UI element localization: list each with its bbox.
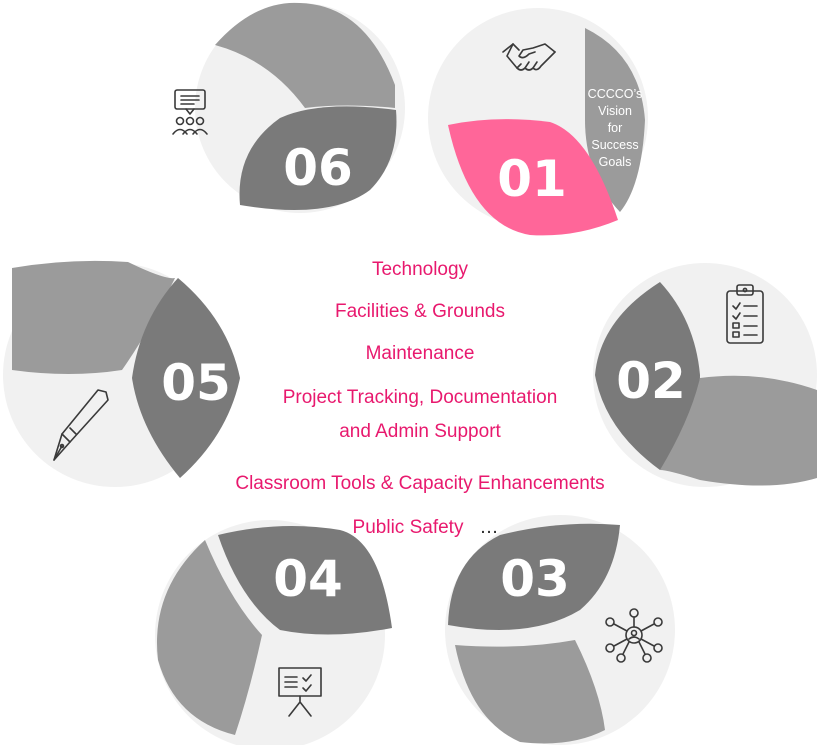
segment-01-number: 01 [497,150,567,208]
segment-05-upper-petal [12,260,175,374]
caption-line: for [608,121,623,135]
caption-line: Goals [599,155,632,169]
segment-04-number: 04 [273,550,343,608]
segment-02: 02 [593,263,817,487]
clipboard-checklist-icon [726,284,764,344]
topic-public-safety: Public Safety [352,517,464,538]
segment-02-number-petal [595,282,700,470]
segment-05-number-petal [132,278,240,478]
topic-project-tracking: Project Tracking, Documentation [282,387,558,408]
segment-06-upper-petal [215,2,395,108]
segment-01: 01 CCCCO’s Vision for Success Goals [428,8,648,236]
segment-03-number-petal [448,523,620,630]
segment-01-caption: CCCCO’s Vision for Success Goals [588,87,643,169]
segment-02-lower-petal [660,375,817,486]
fountain-pen-icon [53,389,109,461]
caption-line: CCCCO’s [588,87,643,101]
segment-01-number-petal [448,119,618,236]
topic-technology: Technology [371,259,469,280]
segment-04-number-petal [218,526,392,635]
caption-line: Vision [598,104,632,118]
segment-06-number: 06 [283,139,353,197]
topic-ellipsis: … [479,517,499,538]
segment-03-number: 03 [500,550,570,608]
segment-03: 03 [445,515,675,745]
segment-02-number: 02 [616,352,686,410]
meeting-discussion-icon [172,89,208,135]
segment-05-number: 05 [161,354,231,412]
topic-classroom-tools: Classroom Tools & Capacity Enhancements [235,473,605,494]
segment-04: 04 [155,520,392,745]
handshake-icon [502,43,556,71]
topic-admin-support: and Admin Support [339,421,501,442]
segment-06: 06 [172,2,405,213]
segment-04-left-petal [156,540,262,735]
network-people-icon [605,608,663,663]
presentation-board-icon [278,667,322,717]
topic-facilities-grounds: Facilities & Grounds [334,301,505,322]
segment-03-lower-petal [455,640,605,744]
segment-05: 05 [3,260,240,487]
segment-01-caption-petal [585,28,645,212]
topic-maintenance: Maintenance [365,343,475,364]
caption-line: Success [591,138,638,152]
segment-06-number-petal [239,106,397,210]
